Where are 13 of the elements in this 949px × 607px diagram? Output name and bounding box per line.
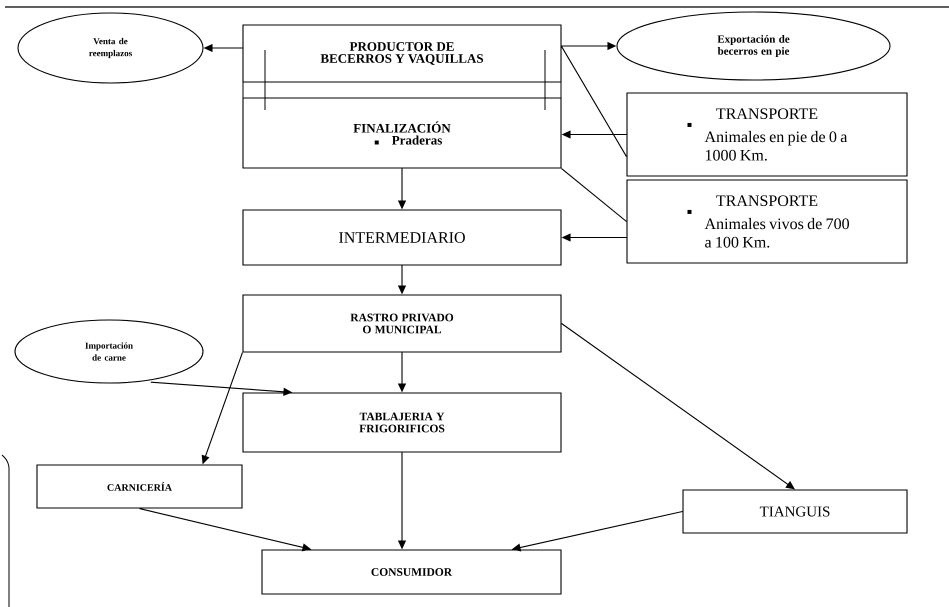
- oval-node: Venta de reemplazos: [17, 12, 204, 84]
- process-box: TABLAJERIA Y FRIGORIFICOS: [242, 392, 562, 453]
- process-box: FINALIZACIÓN Praderas: [242, 97, 562, 169]
- oval-node: Exportación de becerros en pie: [616, 11, 891, 81]
- oval-node: Importación de carne: [14, 319, 204, 384]
- process-box: TIANGUIS: [682, 489, 908, 534]
- process-box: CARNICERÍA: [36, 464, 243, 509]
- transport-box: TRANSPORTE Animales en pie de 0 a 1000 Km.: [626, 92, 908, 177]
- process-box: CONSUMIDOR: [261, 549, 562, 595]
- transport-box: TRANSPORTE Animales vivos de 700 a 100 Km.: [626, 179, 908, 264]
- process-box: PRODUCTOR DE BECERROS Y VAQUILLAS: [242, 24, 562, 83]
- process-box: RASTRO PRIVADO O MUNICIPAL: [242, 294, 562, 353]
- process-box: INTERMEDIARIO: [242, 209, 562, 266]
